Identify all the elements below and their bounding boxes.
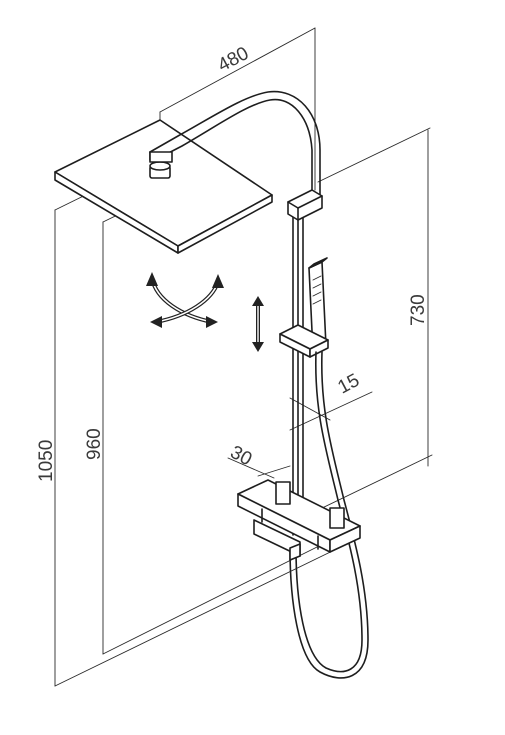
dimension-960-label: 960: [84, 428, 105, 460]
thermostatic-mixer: [237, 479, 361, 561]
dimension-1050-label: 1050: [36, 440, 57, 482]
dimension-15-label: 15: [334, 370, 363, 398]
shower-hose: [289, 351, 369, 679]
shower-head: [54, 119, 273, 254]
vertical-double-arrow-icon: [252, 296, 264, 352]
dimension-lines: [54, 27, 433, 687]
rotate-cross-arrows-icon: [146, 272, 224, 328]
dimension-480-label: 480: [214, 43, 252, 76]
hand-shower: [279, 257, 329, 358]
riser-rail: [287, 189, 323, 536]
dimension-30-label: 30: [227, 442, 256, 470]
overhead-arm: [149, 90, 321, 197]
dimension-730-label: 730: [408, 294, 429, 326]
